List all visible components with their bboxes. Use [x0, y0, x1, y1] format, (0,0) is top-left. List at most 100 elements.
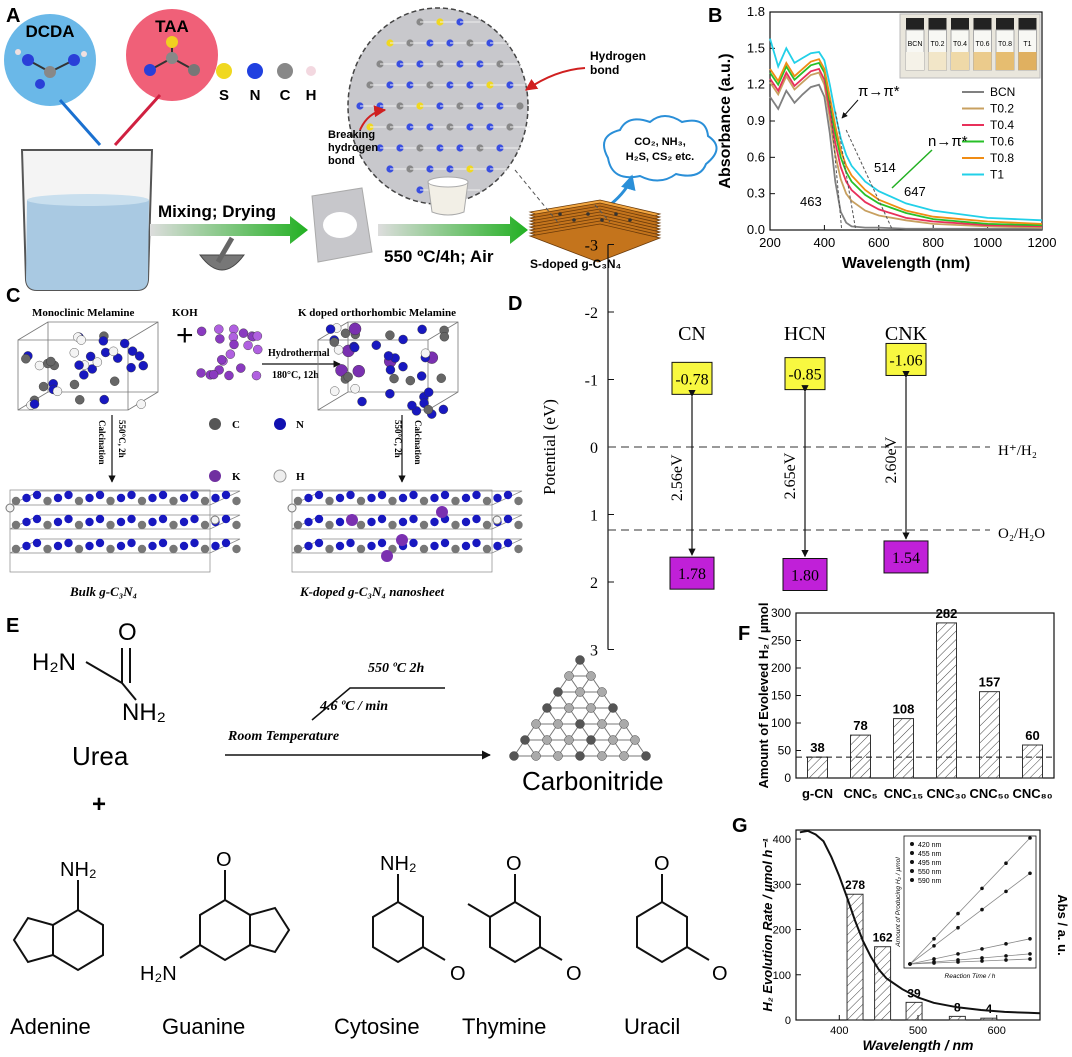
- inset-point: [956, 911, 960, 916]
- slab-atom: [64, 538, 73, 548]
- inset-point: [1004, 861, 1008, 865]
- slab-k-atom: [436, 506, 448, 518]
- slab-atom: [325, 496, 334, 506]
- plot-frame-f: [795, 612, 1055, 779]
- bar-label-f: 282: [936, 606, 958, 621]
- crystal-atom: [385, 389, 395, 399]
- slab-frame: [291, 490, 523, 506]
- crystal-atom: [109, 376, 120, 386]
- inset-series-line: [909, 837, 1031, 965]
- panel-a: A DCDA TAA S N C H: [4, 5, 718, 291]
- panel-label-e: E: [6, 615, 19, 637]
- category-label-f: CNC₃₀: [926, 786, 966, 801]
- hydrogen-bond-label-2: bond: [590, 63, 619, 77]
- title-koh: KOH: [172, 307, 198, 319]
- slab-atom: [211, 493, 220, 503]
- y-tick-label-b: 0.9: [747, 113, 765, 128]
- svg-text:O: O: [506, 853, 522, 875]
- svg-text:O: O: [450, 963, 466, 985]
- slab-atom: [232, 520, 241, 530]
- slab-frame: [291, 514, 523, 530]
- y-tick-label-g: 100: [773, 970, 791, 982]
- vial-cap: [928, 18, 947, 30]
- bar-label-g: 278: [845, 878, 865, 892]
- bar-label-g: 162: [873, 931, 893, 945]
- right-axis-label-g: Abs / a. u.: [1055, 894, 1070, 955]
- koh-atom: [217, 355, 227, 365]
- slab-atom: [116, 517, 126, 527]
- taa-label: TAA: [155, 17, 189, 36]
- legend-h: H: [306, 87, 317, 104]
- slab-atom: [211, 541, 220, 551]
- urea-nh2-top: H₂N: [32, 649, 76, 676]
- bar-g: [980, 1017, 998, 1021]
- koh-atom: [215, 334, 225, 344]
- step1-arrow: [150, 216, 308, 244]
- crystal-atom: [136, 399, 146, 409]
- cn-atom: [564, 671, 574, 681]
- cb-value: -0.78: [675, 371, 708, 388]
- slab-atom: [11, 520, 21, 530]
- slab-atom: [74, 544, 84, 554]
- crystal-atom: [423, 404, 433, 415]
- inset-legend-label: 455 nm: [918, 851, 942, 858]
- step2-label: 550 ºC/4h; Air: [384, 247, 494, 266]
- crystal-atom: [398, 361, 408, 372]
- vial-label: T1: [1023, 41, 1031, 48]
- slab-frame: [9, 514, 241, 530]
- zoom-line-2: [594, 204, 611, 223]
- inset-frame: [903, 835, 1037, 969]
- slab-atom: [377, 514, 387, 524]
- crystal-atom: [329, 386, 340, 396]
- cn-atom: [575, 719, 585, 729]
- crystal-atom: [439, 332, 450, 342]
- atom-k: K: [232, 471, 241, 483]
- slab-atom: [11, 496, 21, 506]
- sample-name-cn: CN: [678, 323, 706, 345]
- svg-text:O: O: [712, 963, 728, 985]
- cytosine-ring: [372, 900, 424, 964]
- slab-atom: [232, 544, 241, 554]
- inset-point: [980, 947, 984, 951]
- koh-atom: [236, 363, 246, 373]
- slab-atom: [377, 538, 387, 548]
- slab-atom: [430, 541, 439, 551]
- inset-legend-label: 495 nm: [918, 860, 942, 867]
- slab-atom: [325, 544, 334, 554]
- mortar-icon: [199, 236, 245, 271]
- cn-atom: [542, 735, 552, 745]
- slab-atom: [430, 517, 439, 527]
- d-tick-label: -3: [585, 238, 598, 255]
- crystal-atom: [357, 396, 367, 407]
- transition-n: n→π*: [928, 133, 968, 150]
- x-tick-label-b: 1200: [1028, 235, 1057, 250]
- x-tick-label-b: 600: [868, 235, 890, 250]
- dcda-dropper: [58, 99, 102, 146]
- slab-atom: [398, 517, 408, 527]
- base-uracil: Uracil: [624, 1014, 680, 1039]
- slab-atom: [514, 544, 523, 554]
- slab-atom: [293, 544, 303, 554]
- slab-atom: [409, 490, 418, 500]
- carbonitride-structure: [509, 655, 651, 761]
- cell-edge: [317, 391, 349, 411]
- cell-edge: [127, 321, 159, 341]
- d-tick-label: -2: [585, 305, 598, 322]
- slab-atom: [43, 544, 52, 554]
- crystal-atom: [21, 354, 31, 364]
- series-line-t1: [769, 38, 1043, 222]
- slab-atom: [419, 496, 429, 506]
- inset-point: [980, 956, 984, 960]
- adenine-ring5: [12, 916, 54, 964]
- slab-atom: [74, 520, 84, 530]
- slab-atom: [419, 520, 429, 530]
- level-o2-label: O₂/H₂O: [998, 526, 1045, 542]
- crystal-atom: [38, 381, 49, 392]
- crystal-atom: [383, 351, 394, 361]
- slab-atom: [179, 517, 189, 527]
- adenine-ring6: [52, 908, 104, 972]
- legend-c: C: [280, 87, 291, 104]
- bar-label-f: 78: [853, 718, 867, 733]
- slab-atom: [137, 544, 147, 554]
